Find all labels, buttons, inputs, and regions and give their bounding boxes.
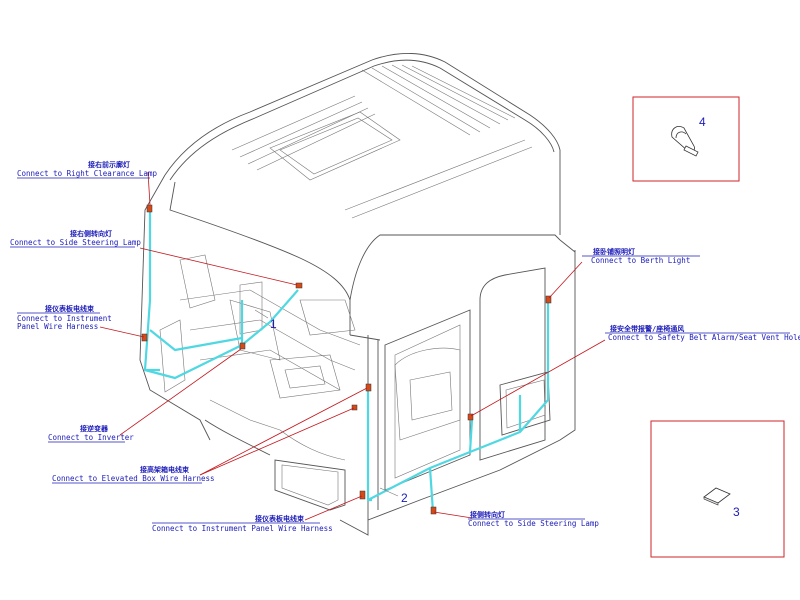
label-right-clearance-lamp: 接右前示廓灯 Connect to Right Clearance Lamp	[17, 160, 157, 179]
connector-panel-wire-harness	[141, 333, 148, 342]
label-zh: 接侧转向灯	[470, 510, 505, 519]
label-en: Connect to Inverter	[48, 433, 134, 442]
connector-elevated-box	[351, 404, 358, 411]
connectors	[141, 204, 552, 515]
label-zh: 接卧铺照明灯	[593, 247, 635, 256]
label-elevated-box-wire-harness: 接高架箱电线束 Connect to Elevated Box Wire Har…	[52, 465, 215, 484]
callout-2: 2	[401, 491, 408, 505]
label-en-line2: Panel Wire Harness	[17, 322, 98, 331]
label-en: Connect to Elevated Box Wire Harness	[52, 474, 215, 483]
callout-1-leader	[254, 309, 269, 319]
label-en: Connect to Berth Light	[591, 256, 690, 265]
connector-berth-light	[545, 295, 552, 304]
connector-safety-belt-alarm	[467, 413, 474, 421]
label-en: Connect to Instrument	[17, 314, 112, 323]
label-inverter: 接逆变器 Connect to Inverter	[48, 424, 134, 443]
label-en: Connect to Side Steering Lamp	[10, 238, 141, 247]
detail-box-3: 3	[650, 420, 785, 558]
detail-box-4: 4	[632, 96, 740, 182]
callout-1: 1	[270, 317, 277, 331]
label-en: Connect to Right Clearance Lamp	[17, 169, 157, 178]
label-tag-icon	[703, 487, 731, 506]
wiring-harness	[143, 210, 550, 513]
label-instrument-panel-wire-harness: 接仪表板电线束 Connect to Instrument Panel Wire…	[152, 514, 333, 533]
callout-3: 3	[733, 505, 740, 519]
label-side-steering-lamp-front: 接右侧转向灯 Connect to Side Steering Lamp	[10, 229, 141, 248]
label-zh: 接仪表板电线束	[255, 514, 305, 523]
label-zh: 接安全带报警/座椅通风	[610, 324, 684, 333]
callout-2-leader	[379, 487, 399, 497]
label-zh: 接仪表板电线束	[45, 304, 95, 313]
connector-elevated-box-2	[365, 383, 372, 392]
label-en: Connect to Instrument Panel Wire Harness	[152, 524, 333, 533]
callout-4: 4	[699, 115, 706, 129]
label-zh: 接右侧转向灯	[70, 229, 112, 238]
label-en: Connect to Safety Belt Alarm/Seat Vent H…	[608, 333, 800, 342]
label-safety-belt-alarm: 接安全带报警/座椅通风 Connect to Safety Belt Alarm…	[605, 324, 800, 342]
label-berth-light: 接卧铺照明灯 Connect to Berth Light	[582, 247, 700, 265]
cab-body-drawing	[139, 52, 576, 536]
label-zh: 接逆变器	[80, 424, 109, 433]
label-panel-wire-harness: 接仪表板电线束 Connect to Instrument Panel Wire…	[17, 304, 112, 331]
pipe-clip-icon	[671, 126, 699, 157]
leader-lines	[99, 171, 606, 521]
connector-side-steering-lamp	[430, 506, 437, 515]
connector-right-clearance-lamp	[146, 204, 153, 213]
connector-instrument-panel	[359, 490, 366, 500]
label-zh: 接右前示廓灯	[88, 160, 130, 169]
label-side-steering-lamp: 接侧转向灯 Connect to Side Steering Lamp	[468, 510, 599, 528]
label-zh: 接高架箱电线束	[140, 465, 190, 474]
label-en: Connect to Side Steering Lamp	[468, 519, 599, 528]
connector-side-steering-lamp-front	[295, 282, 303, 289]
connector-inverter	[239, 342, 246, 350]
